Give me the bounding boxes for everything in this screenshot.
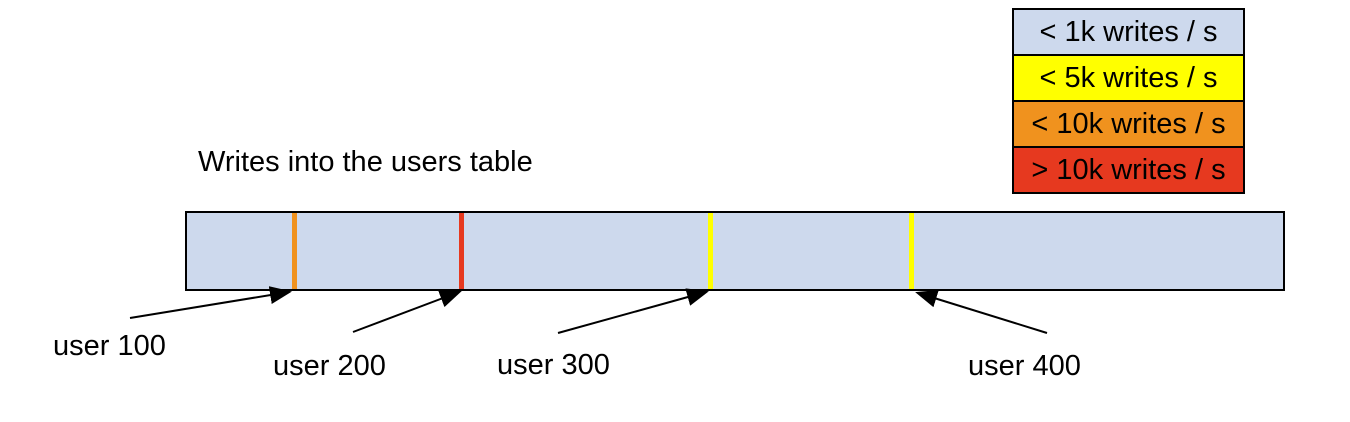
legend-item-lt-1k: < 1k writes / s bbox=[1014, 10, 1243, 56]
write-marker-user-400 bbox=[909, 213, 914, 289]
label-user-100: user 100 bbox=[53, 330, 166, 362]
arrow-user-300 bbox=[557, 288, 709, 334]
legend-item-lt-10k: < 10k writes / s bbox=[1014, 102, 1243, 148]
users-table-bar bbox=[185, 211, 1285, 291]
label-user-400: user 400 bbox=[968, 350, 1081, 382]
arrow-user-400 bbox=[915, 290, 1048, 334]
write-marker-user-300 bbox=[708, 213, 713, 289]
label-user-300: user 300 bbox=[497, 349, 610, 381]
legend: < 1k writes / s < 5k writes / s < 10k wr… bbox=[1012, 8, 1245, 194]
label-user-200: user 200 bbox=[273, 350, 386, 382]
legend-item-lt-5k: < 5k writes / s bbox=[1014, 56, 1243, 102]
arrow-user-200 bbox=[352, 290, 462, 333]
write-marker-user-200 bbox=[459, 213, 464, 289]
arrow-user-100 bbox=[129, 286, 292, 319]
diagram-title: Writes into the users table bbox=[198, 146, 533, 178]
legend-item-gt-10k: > 10k writes / s bbox=[1014, 148, 1243, 192]
write-marker-user-100 bbox=[292, 213, 297, 289]
